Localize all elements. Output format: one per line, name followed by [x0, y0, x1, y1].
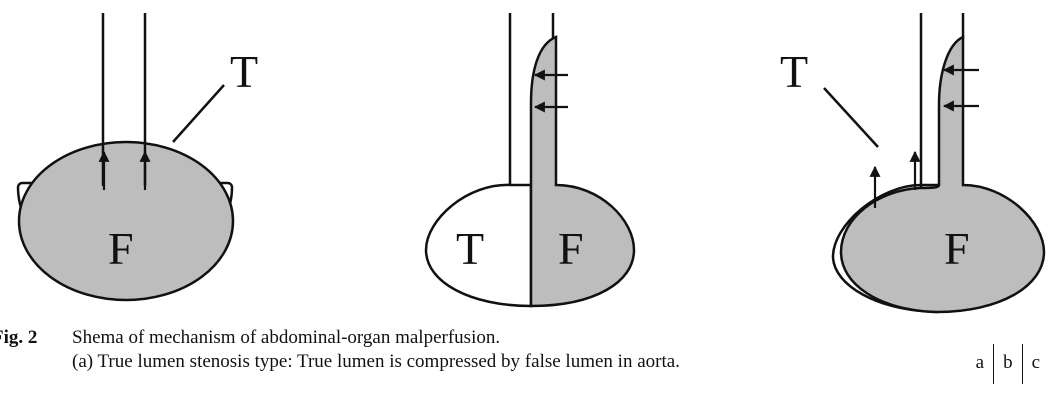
- label-f-a: F: [108, 223, 134, 274]
- caption-title: Shema of mechanism of abdominal-organ ma…: [72, 326, 500, 350]
- malperfusion-diagram: T F T F T F: [0, 0, 1049, 318]
- label-t-c: T: [780, 46, 808, 97]
- panel-a: T F: [18, 13, 258, 300]
- label-t-b: T: [456, 223, 484, 274]
- figure-caption: Fig. 2 Shema of mechanism of abdominal-o…: [0, 326, 932, 374]
- caption-line-a: (a) True lumen stenosis type: True lumen…: [72, 350, 680, 374]
- caption-label: Fig. 2: [0, 326, 72, 350]
- false-lumen-a: [19, 142, 233, 300]
- panel-b: T F: [426, 13, 634, 306]
- panel-c: T F: [780, 13, 1044, 312]
- leader-line-t-a: [173, 85, 224, 142]
- caption-title-row: Fig. 2 Shema of mechanism of abdominal-o…: [0, 326, 932, 350]
- panel-key-b: b: [994, 344, 1022, 384]
- caption-line-a-row: (a) True lumen stenosis type: True lumen…: [0, 350, 932, 374]
- panel-key-c: c: [1023, 344, 1049, 384]
- label-t-a: T: [230, 46, 258, 97]
- false-lumen-c: [841, 37, 1044, 312]
- label-f-b: F: [558, 223, 584, 274]
- leader-line-t-c: [824, 88, 878, 147]
- label-f-c: F: [944, 223, 970, 274]
- panel-key: a b c: [967, 344, 1049, 384]
- panel-key-a: a: [967, 344, 993, 384]
